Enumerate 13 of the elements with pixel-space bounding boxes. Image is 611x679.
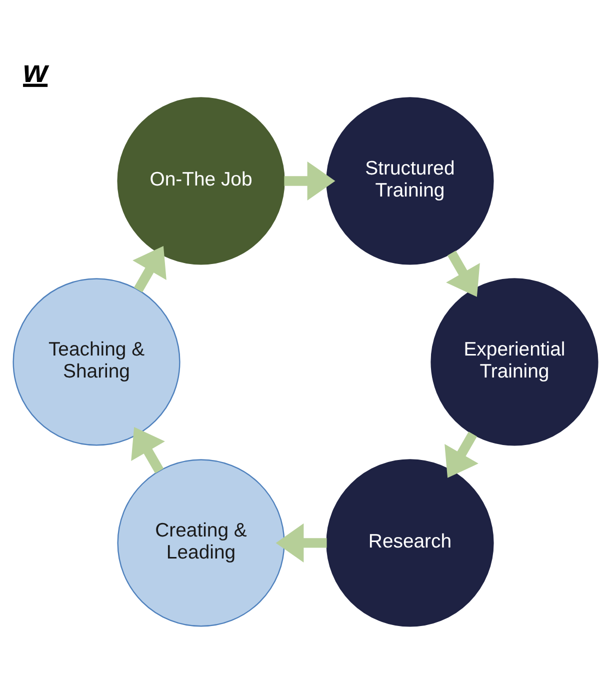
arrow	[132, 246, 166, 292]
arrow	[131, 427, 165, 474]
node-circle: Structured Training	[326, 97, 494, 265]
node-circle: On-The Job	[117, 97, 285, 265]
arrow	[284, 161, 336, 201]
arrow	[444, 432, 478, 478]
arrow	[446, 250, 480, 297]
node-circle: Creating & Leading	[117, 459, 285, 627]
arrow	[276, 523, 327, 562]
node-circle: Research	[326, 459, 494, 627]
diagram-title: w	[23, 52, 48, 89]
node-circle: Teaching & Sharing	[12, 278, 180, 446]
node-circle: Experiential Training	[430, 278, 598, 446]
